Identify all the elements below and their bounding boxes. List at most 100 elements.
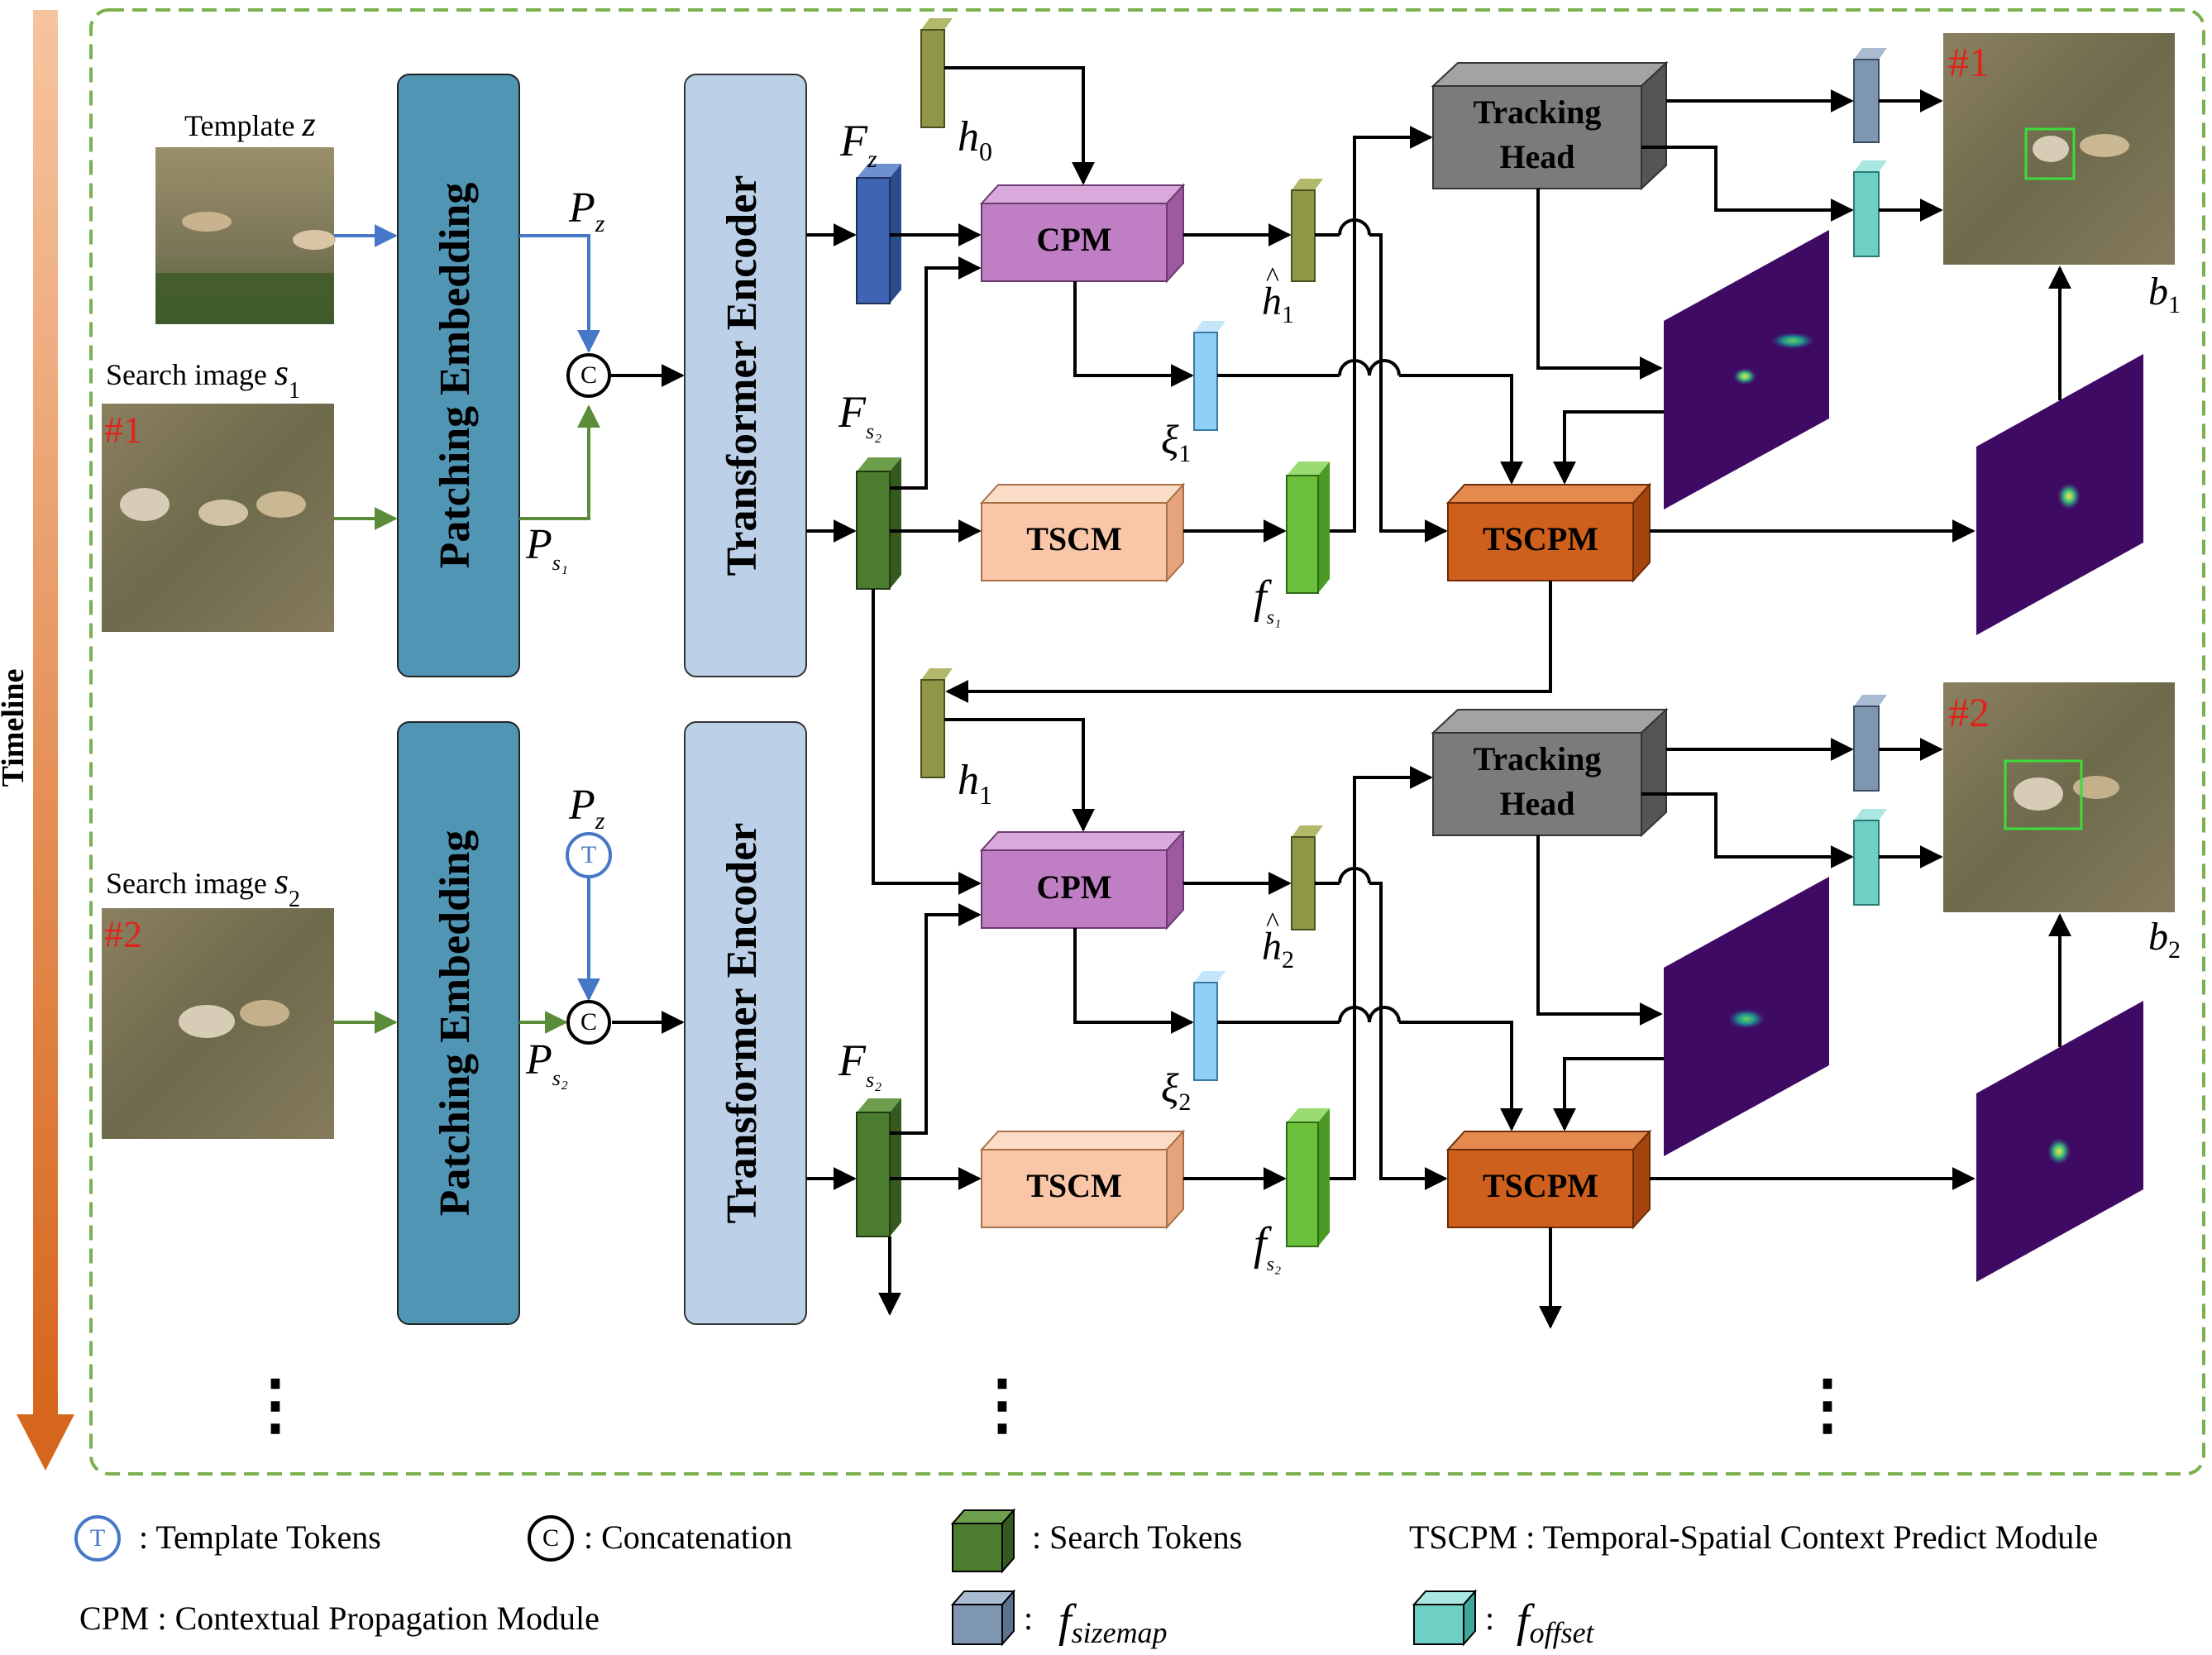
concat-glyph: C — [580, 1008, 597, 1036]
fz-token — [856, 164, 901, 304]
fs2-search-token — [856, 1098, 901, 1237]
sizemap-token-1 — [1853, 48, 1887, 143]
tscpm-label: TSCPM — [1483, 1167, 1598, 1204]
search2-image-group: Search image s2 #2 — [102, 861, 334, 1139]
legend-template-label: : Template Tokens — [139, 1519, 381, 1556]
legend-template-glyph: T — [90, 1524, 105, 1552]
tscm-block-2: TSCM — [979, 1129, 1186, 1230]
search2-label: Search image s2 — [106, 861, 300, 912]
hhat1-token — [1291, 179, 1323, 282]
timeline: Timeline — [0, 10, 74, 1471]
heatmap-predict-1 — [1976, 354, 2143, 635]
search1-antelope — [256, 491, 306, 518]
f-s1-label: fs₁ — [1254, 572, 1281, 629]
legend-concat-label: : Concatenation — [584, 1519, 792, 1556]
cpm-label: CPM — [1036, 221, 1111, 258]
frame1-tag: #1 — [104, 409, 142, 451]
hhat2-hat: ^ — [1266, 907, 1279, 938]
search2-antelope — [179, 1005, 235, 1038]
frame1-output-tag: #1 — [1948, 39, 1990, 85]
transformer-encoder-2: Transformer Encoder — [684, 721, 807, 1325]
tracking-head-1: Tracking Head — [1431, 60, 1669, 191]
template-image-group: Template z — [155, 106, 336, 324]
xi2-label: ξ2 — [1161, 1064, 1191, 1116]
tscpm-label: TSCPM — [1483, 520, 1598, 557]
arrow-ps1 — [519, 404, 600, 520]
legend-sizemap-label: fsizemap — [1058, 1595, 1168, 1649]
heatmap-tracking-1 — [1664, 230, 1829, 509]
p-labels: Pz Ps₁ Pz Ps₂ — [525, 184, 605, 1090]
fz-label: Fz — [839, 116, 877, 173]
offset-token-2 — [1853, 809, 1887, 906]
search1-antelope — [120, 488, 170, 521]
legend-concat-glyph: C — [542, 1524, 559, 1552]
patching-embedding-2: Patching Embedding — [397, 721, 520, 1325]
tracking-head-label: Tracking — [1474, 740, 1602, 777]
offset-token-1 — [1853, 160, 1887, 257]
transformer-encoder-label: Transformer Encoder — [719, 823, 766, 1224]
tscpm-block-1: TSCPM — [1445, 482, 1652, 583]
transformer-encoder-1: Transformer Encoder — [684, 74, 807, 677]
legend: T : Template Tokens C : Concatenation : … — [74, 1508, 2098, 1649]
search2-antelope — [240, 1000, 289, 1026]
search1-label: Search image s1 — [106, 352, 300, 404]
sizemap-token-2 — [1853, 695, 1887, 792]
tracking-head-label: Head — [1499, 785, 1574, 822]
template-antelope — [293, 230, 336, 250]
tracking-head-label: Head — [1499, 138, 1574, 175]
continuation-dots: ⋮ ⋮ ⋮ — [242, 1369, 1861, 1442]
timeline-bar — [33, 10, 58, 1416]
f-s2-label: fs₂ — [1254, 1218, 1281, 1275]
heatmap-predict-2 — [1976, 1001, 2143, 1282]
frame2-tag: #2 — [104, 913, 142, 955]
search1-antelope — [198, 500, 248, 526]
output-image-1: #1 — [1943, 33, 2175, 265]
tscm-block-1: TSCM — [979, 482, 1186, 583]
ellipsis-left: ⋮ — [242, 1369, 308, 1442]
ellipsis-right: ⋮ — [1794, 1369, 1861, 1442]
bbox-1 — [2024, 127, 2076, 180]
b2-label: b2 — [2148, 915, 2181, 964]
h0-token — [920, 18, 953, 128]
legend-search-label: : Search Tokens — [1032, 1519, 1242, 1556]
hhat2-label: h2 — [1262, 925, 1294, 973]
patching-embedding-label: Patching Embedding — [432, 183, 479, 569]
fs-label-1: Fs₂ — [838, 387, 881, 443]
transformer-encoder-label: Transformer Encoder — [719, 175, 766, 576]
legend-cpm-definition: CPM : Contextual Propagation Module — [79, 1600, 600, 1637]
ps2-label: Ps₂ — [525, 1036, 568, 1090]
template-token-node: T — [566, 832, 612, 878]
legend-tscpm-definition: TSCPM : Temporal-Spatial Context Predict… — [1409, 1519, 2098, 1556]
template-label: Template z — [184, 106, 316, 144]
b1-label: b1 — [2148, 270, 2181, 318]
xi1-label: ξ1 — [1161, 416, 1191, 467]
tscm-label: TSCM — [1026, 520, 1122, 557]
ps1-label: Ps₁ — [525, 521, 568, 575]
timeline-label: Timeline — [0, 669, 31, 787]
legend-offset-colon: : — [1485, 1600, 1494, 1637]
patching-embedding-label: Patching Embedding — [432, 830, 479, 1217]
legend-sizemap: : fsizemap — [950, 1589, 1168, 1649]
legend-search-tokens: : Search Tokens — [950, 1508, 1242, 1574]
tracking-head-2: Tracking Head — [1431, 707, 1669, 838]
legend-offset: : foffset — [1412, 1589, 1595, 1649]
concat-node-2: C — [566, 1000, 611, 1045]
legend-offset-label: foffset — [1517, 1595, 1595, 1649]
hhat2-token — [1291, 825, 1323, 930]
tscm-label: TSCM — [1026, 1167, 1122, 1204]
tscpm-block-2: TSCPM — [1445, 1129, 1652, 1230]
arrow-pz-1 — [519, 234, 600, 353]
main-frame — [89, 8, 2205, 1476]
f-s1-token — [1286, 462, 1330, 594]
template-glyph: T — [581, 841, 596, 868]
h0-label: h0 — [958, 113, 992, 166]
f-s2-token — [1286, 1108, 1330, 1247]
legend-sizemap-colon: : — [1024, 1600, 1033, 1637]
timeline-arrowhead — [17, 1414, 74, 1471]
output-image-2: #2 — [1943, 682, 2175, 912]
ellipsis-middle: ⋮ — [969, 1369, 1035, 1442]
concat-glyph: C — [580, 361, 597, 389]
h1-label: h1 — [958, 757, 992, 810]
fs1-search-token — [856, 457, 901, 590]
